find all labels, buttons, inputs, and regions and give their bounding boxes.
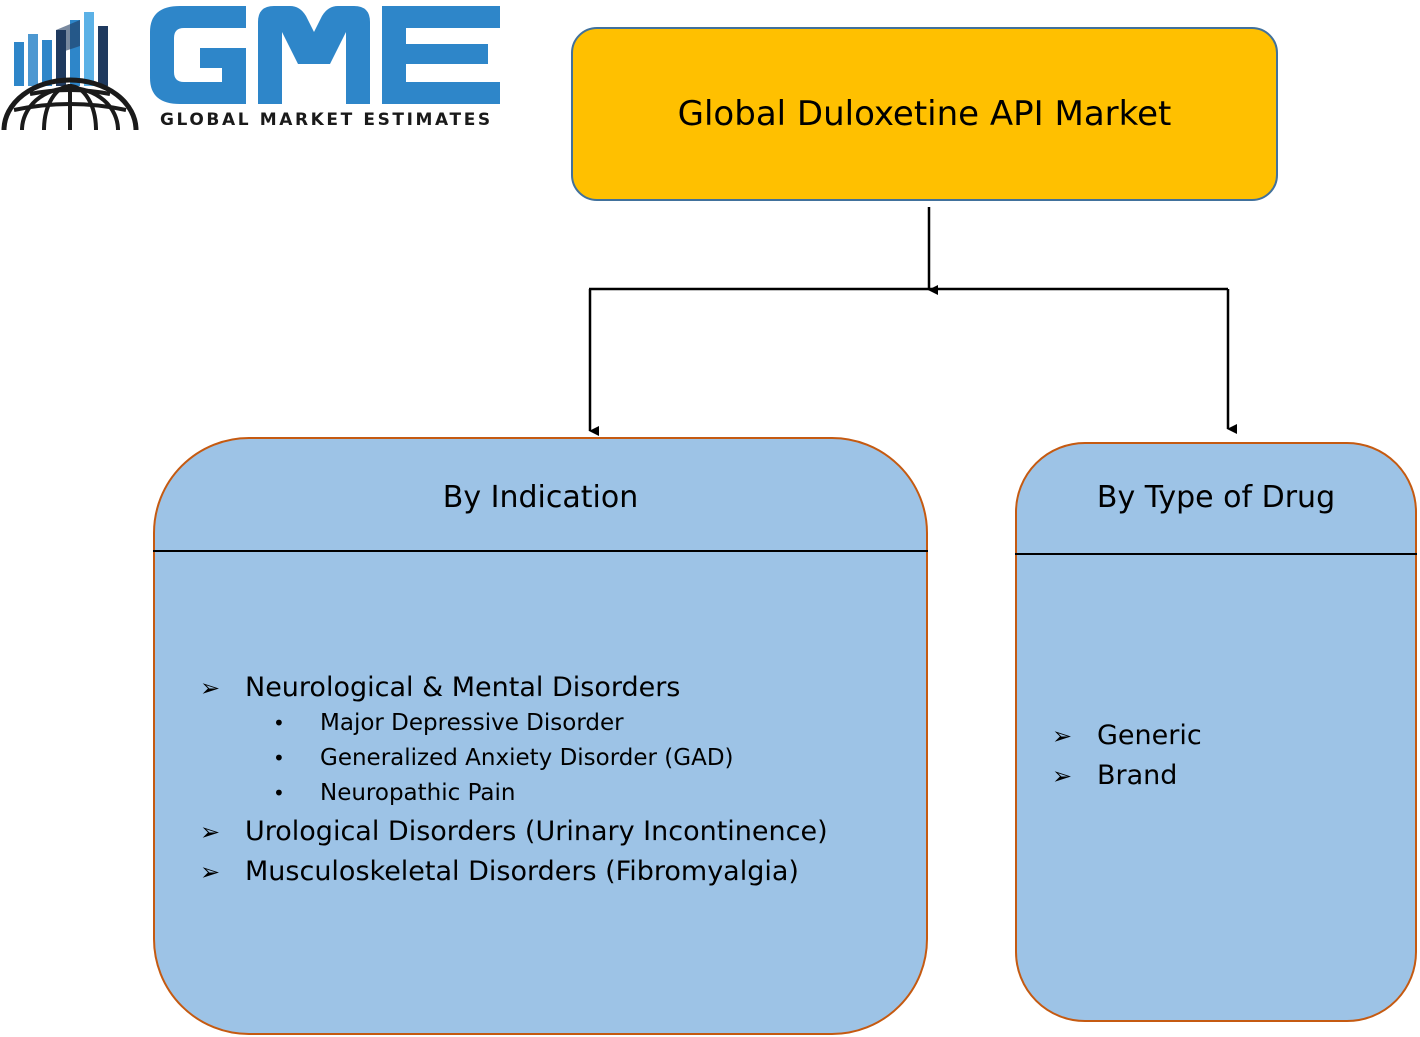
dot-bullet-icon: • (273, 711, 285, 735)
segment-by-type-of-drug: By Type of Drug ➢ Generic ➢ Brand (1015, 442, 1417, 1022)
list-item-label: Generic (1097, 720, 1202, 751)
logo-tagline: GLOBAL MARKET ESTIMATES (160, 110, 493, 130)
segment-by-indication: By Indication ➢ Neurological & Mental Di… (153, 437, 928, 1035)
globe-bar-chart-icon (1, 12, 139, 131)
arrow-bullet-icon: ➢ (200, 818, 221, 846)
sub-list-item: • Neuropathic Pain (200, 776, 900, 812)
list-item: ➢ Generic (1052, 716, 1392, 756)
segment-divider (1015, 553, 1417, 555)
segment-header: By Indication (442, 480, 639, 515)
list-item-label: Neurological & Mental Disorders (245, 672, 681, 703)
sub-list-item-label: Generalized Anxiety Disorder (GAD) (320, 745, 734, 771)
list-item: ➢ Musculoskeletal Disorders (Fibromyalgi… (200, 852, 900, 892)
arrow-bullet-icon: ➢ (200, 858, 221, 886)
segment-header: By Type of Drug (1096, 480, 1336, 515)
segment-item-list: ➢ Generic ➢ Brand (1052, 716, 1392, 796)
arrow-bullet-icon: ➢ (200, 674, 221, 702)
sub-list-item-label: Neuropathic Pain (320, 780, 516, 806)
market-title: Global Duloxetine API Market (677, 94, 1172, 134)
list-item-label: Urological Disorders (Urinary Incontinen… (245, 816, 828, 847)
arrow-bullet-icon: ➢ (1052, 762, 1073, 790)
sub-list-item: • Generalized Anxiety Disorder (GAD) (200, 741, 900, 776)
gme-logo: GLOBAL MARKET ESTIMATES (0, 0, 505, 135)
sub-list-item-label: Major Depressive Disorder (320, 710, 624, 736)
list-item-label: Brand (1097, 760, 1178, 791)
list-item: ➢ Neurological & Mental Disorders (200, 668, 900, 706)
sub-list-item: • Major Depressive Disorder (200, 706, 900, 741)
list-item-label: Musculoskeletal Disorders (Fibromyalgia) (245, 856, 799, 887)
dot-bullet-icon: • (273, 781, 285, 805)
gme-letters (150, 6, 500, 104)
market-title-box: Global Duloxetine API Market (571, 27, 1278, 201)
segment-divider (153, 550, 928, 552)
list-item: ➢ Urological Disorders (Urinary Incontin… (200, 812, 900, 852)
list-item: ➢ Brand (1052, 756, 1392, 796)
segment-item-list: ➢ Neurological & Mental Disorders • Majo… (200, 668, 900, 892)
dot-bullet-icon: • (273, 746, 285, 770)
arrow-bullet-icon: ➢ (1052, 722, 1073, 750)
